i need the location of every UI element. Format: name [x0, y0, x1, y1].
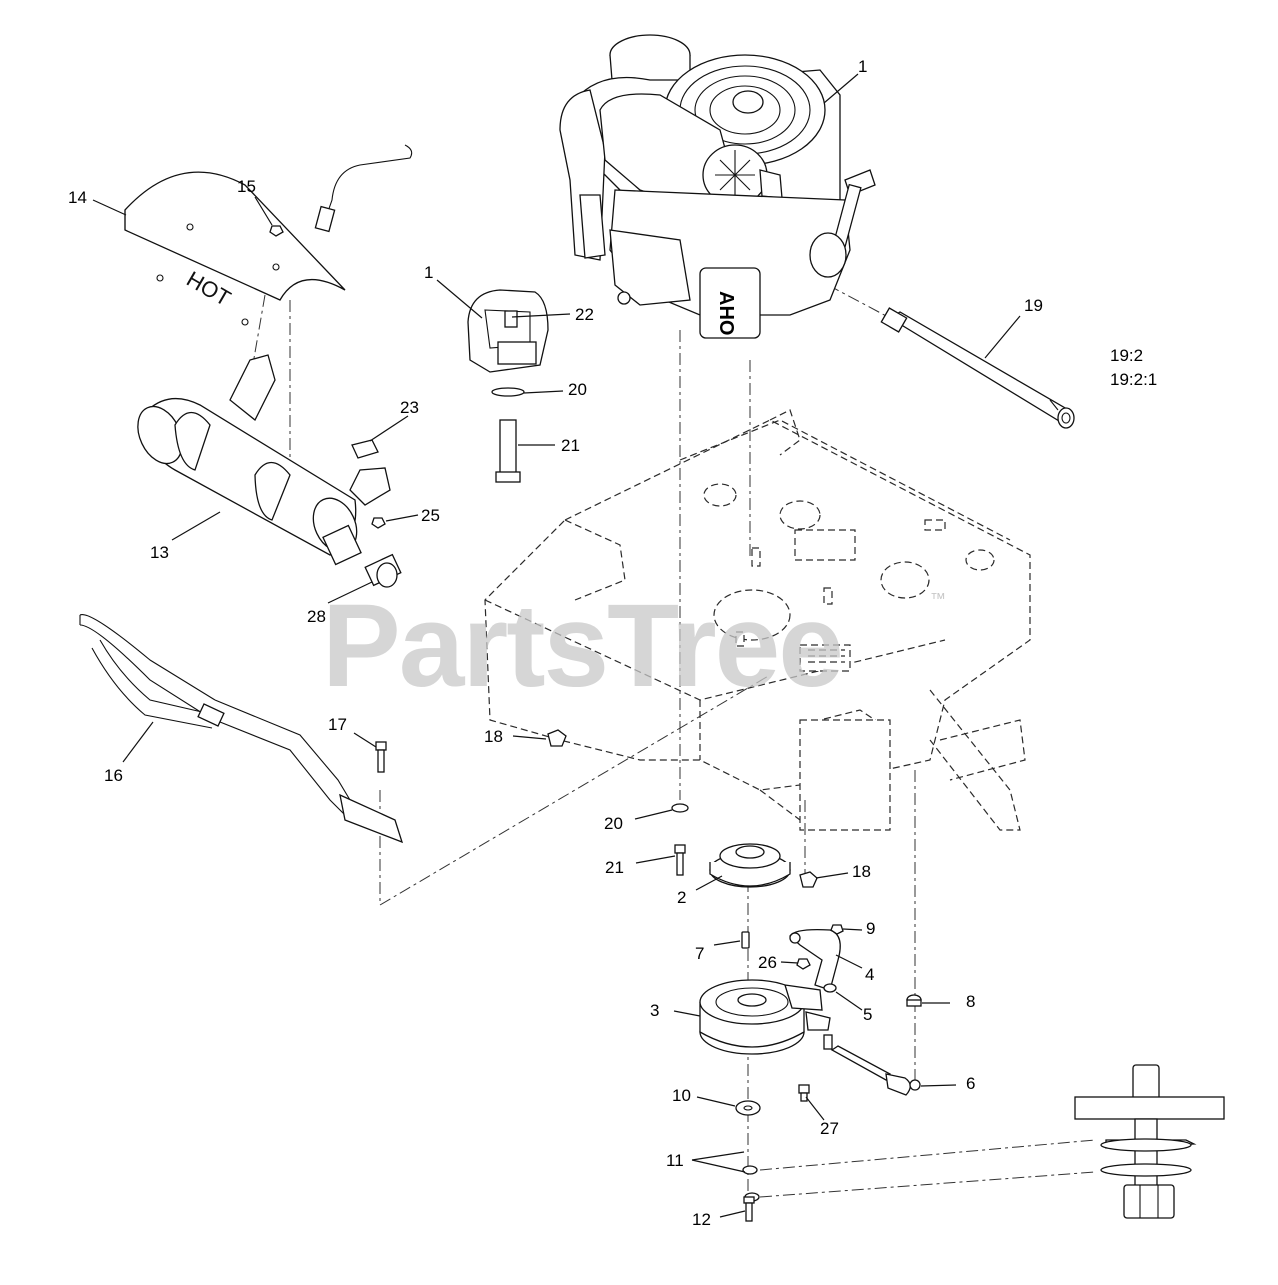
spacer-8 [906, 994, 922, 1007]
callout-2: 2 [677, 888, 686, 907]
spacer-and-bolt-upper [491, 387, 525, 483]
callout-14: 14 [68, 188, 87, 207]
callout-21-lower: 21 [605, 858, 624, 877]
callouts: 1 1 2 3 4 5 6 7 8 9 10 11 12 13 14 15 16… [68, 57, 1157, 1229]
muffler [137, 354, 391, 566]
gasket-and-nut [351, 439, 386, 529]
leader-lines [92, 73, 1021, 1218]
bolt-17 [375, 741, 387, 773]
callout-23: 23 [400, 398, 419, 417]
callout-1-bracket: 1 [424, 263, 433, 282]
callout-9: 9 [866, 919, 875, 938]
callout-12: 12 [692, 1210, 711, 1229]
drive-shaft [880, 307, 1075, 429]
washer-and-bolt-lower [671, 803, 689, 876]
watermark-trademark: ™ [930, 591, 946, 608]
callout-3: 3 [650, 1001, 659, 1020]
sensor-wire [314, 144, 413, 233]
bolt-15 [269, 225, 284, 237]
engine: AHO [559, 34, 876, 339]
engine-mount-bracket [467, 289, 549, 373]
mower-frame [484, 409, 1031, 831]
callout-26: 26 [758, 953, 777, 972]
callout-10: 10 [672, 1086, 691, 1105]
callout-1-engine: 1 [858, 57, 867, 76]
callout-25: 25 [421, 506, 440, 525]
nut-18-lower [799, 871, 818, 888]
callout-4: 4 [865, 965, 874, 984]
adjust-rod [830, 1045, 921, 1096]
callout-19-2: 19:2 [1110, 346, 1143, 365]
washers-and-bolt [735, 1100, 761, 1222]
callout-17: 17 [328, 715, 347, 734]
callout-7: 7 [695, 944, 704, 963]
clutch-bracket [789, 928, 841, 991]
pto-clutch [699, 979, 833, 1055]
callout-20-upper: 20 [568, 380, 587, 399]
callout-8: 8 [966, 992, 975, 1011]
callout-19: 19 [1024, 296, 1043, 315]
washer-stack-detail [1074, 1064, 1225, 1219]
callout-22: 22 [575, 305, 594, 324]
callout-20-lower: 20 [604, 814, 623, 833]
callout-13: 13 [150, 543, 169, 562]
spark-arrestor [364, 553, 402, 588]
key [741, 931, 750, 949]
pulley [709, 843, 791, 888]
callout-18-upper: 18 [484, 727, 503, 746]
callout-27: 27 [820, 1119, 839, 1138]
callout-16: 16 [104, 766, 123, 785]
heat-shield: HOT [124, 171, 346, 326]
engine-label: AHO [715, 291, 737, 335]
callout-19-2-1: 19:2:1 [1110, 370, 1157, 389]
callout-5: 5 [863, 1005, 872, 1024]
callout-6: 6 [966, 1074, 975, 1093]
callout-28: 28 [307, 607, 326, 626]
watermark-text: PartsTree [322, 580, 842, 712]
callout-15: 15 [237, 177, 256, 196]
callout-21-upper: 21 [561, 436, 580, 455]
watermark: PartsTree ™ [322, 580, 946, 712]
bolt-27 [798, 1084, 810, 1102]
callout-18-lower: 18 [852, 862, 871, 881]
nut-18-upper [547, 729, 567, 747]
callout-11: 11 [666, 1151, 684, 1170]
small-hardware [796, 924, 844, 993]
handle-bar [79, 614, 404, 844]
